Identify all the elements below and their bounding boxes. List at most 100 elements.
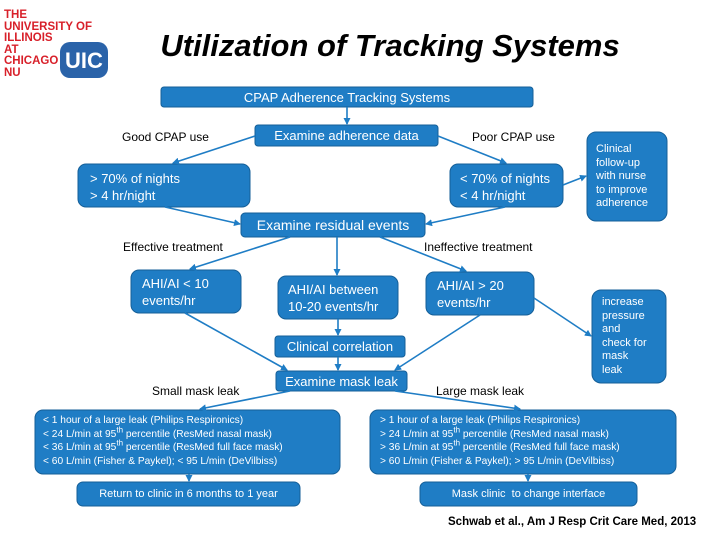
node-return-clinic-text: Return to clinic in 6 months to 1 year [99,488,278,500]
node-ahi-mid: AHI/AI between 10-20 events/hr [278,276,398,319]
large-leak-line: > 1 hour of a large leak (Philips Respir… [380,414,676,428]
box-followup [586,131,668,222]
followup-line: to improve [596,183,648,196]
node-large-leak: > 1 hour of a large leak (Philips Respir… [370,410,676,474]
ahi-mid-line: AHI/AI between [288,282,379,297]
large-leak-text: percentile (ResMed full face mask) [460,442,620,453]
edge-label-poor-use: Poor CPAP use [472,130,555,144]
page-title: Utilization of Tracking Systems [160,28,620,63]
increase-line: and [602,323,621,335]
node-mask-clinic: Mask clinic to change interface [420,482,637,506]
logo-line: THE [4,9,27,21]
box-clinical-correlation [274,335,406,358]
large-leak-sup: th [453,425,461,435]
node-root: CPAP Adherence Tracking Systems [161,87,533,107]
edge-label-large-leak: Large mask leak [436,384,525,398]
large-leak-text: > 36 L/min at 95 [380,442,454,453]
followup-line: follow-up [596,156,641,169]
box-return-clinic [76,481,301,507]
small-leak-line: < 60 L/min (Fisher & Paykel); < 95 L/min… [43,455,340,469]
node-ahi-high: AHI/AI > 20 events/hr [426,272,534,315]
good-nights-text: > 70% of nights [90,171,180,186]
small-leak-text: < 60 L/min (Fisher & Paykel); < 95 L/min… [43,455,278,467]
arrow-poor-to-residual [425,206,506,227]
logo-line: NU [4,66,21,79]
ahi-low-line: AHI/AI < 10 [142,276,209,291]
small-leak-text: < 24 L/min at 95 [43,428,117,440]
node-examine-mask-text: Examine mask leak [285,373,398,389]
node-root-text: CPAP Adherence Tracking Systems [243,89,451,105]
poor-nights-text: < 70% of nights [460,171,550,186]
arrow-low-to-mask [184,312,288,371]
poor-hours-text: < 4 hr/night [460,188,526,203]
box-good-use [77,163,251,208]
node-good-use: > 70% of nights > 4 hr/night [90,167,250,207]
node-small-leak: < 1 hour of a large leak (Philips Respir… [35,410,340,474]
arrow-good-to-residual [164,206,241,227]
large-leak-text: > 24 L/min at 95 [380,428,454,440]
node-examine-adherence: Examine adherence data [255,125,438,146]
uic-badge-icon: UIC [60,42,108,78]
arrow-mask-to-small [199,390,291,412]
box-examine-adherence [254,124,439,147]
large-leak-text: percentile (ResMed nasal mask) [460,428,609,440]
small-leak-line: < 36 L/min at 95th percentile (ResMed fu… [43,438,340,455]
ahi-high-line: events/hr [437,295,491,310]
small-leak-line: < 24 L/min at 95th percentile (ResMed na… [43,425,340,442]
increase-line: increase [602,296,644,308]
box-large-leak [369,409,677,475]
small-leak-text: percentile (ResMed full face mask) [123,442,283,453]
increase-line: leak [602,363,623,376]
node-clinical-correlation-text: Clinical correlation [286,339,394,354]
box-examine-residual [240,212,426,238]
node-increase: increase pressure and check for mask lea… [592,290,666,383]
node-poor-use: < 70% of nights < 4 hr/night [460,167,563,207]
logo-line: UNIVERSITY OF [4,20,92,33]
node-clinical-correlation: Clinical correlation [275,336,405,357]
node-mask-clinic-text: Mask clinic to change interface [451,488,606,500]
node-examine-adherence-text: Examine adherence data [274,128,419,143]
logo-line: AT [4,43,19,56]
edge-label-small-leak: Small mask leak [152,384,240,398]
increase-line: check for [602,336,647,349]
node-examine-residual-text: Examine residual events [256,217,410,233]
small-leak-sup: th [116,438,124,448]
arrow-residual-to-high [379,236,467,273]
followup-line: with nurse [596,170,647,182]
box-examine-mask [275,370,408,392]
node-ahi-low: AHI/AI < 10 events/hr [131,270,241,313]
arrow-high-to-mask [394,314,481,371]
ahi-low-line: events/hr [142,293,196,308]
increase-line: pressure [602,309,645,322]
small-leak-line: < 1 hour of a large leak (Philips Respir… [43,414,340,428]
increase-line: mask [602,350,629,362]
citation: Schwab et al., Am J Resp Crit Care Med, … [448,516,697,528]
large-leak-line: > 60 L/min (Fisher & Paykel); > 95 L/min… [380,455,676,469]
small-leak-sup: th [116,425,124,435]
box-increase [591,289,667,384]
logo-badge-text: UIC [65,48,103,73]
large-leak-line: > 24 L/min at 95th percentile (ResMed na… [380,425,676,442]
uic-logo: THE UNIVERSITY OF ILLINOIS AT CHICAGO NU… [4,9,114,78]
good-hours-text: > 4 hr/night [90,188,156,203]
small-leak-text: percentile (ResMed nasal mask) [123,428,272,440]
node-followup: Clinical follow-up with nurse to improve… [587,132,667,221]
small-leak-text: < 1 hour of a large leak (Philips Respir… [43,415,244,426]
arrow-adherence-to-poor [437,135,507,165]
edge-label-effective: Effective treatment [123,240,223,254]
arrow-residual-to-low [189,236,291,271]
arrow-poor-to-followup [562,174,587,186]
arrow-adherence-to-good [172,135,256,165]
node-return-clinic: Return to clinic in 6 months to 1 year [77,482,300,506]
box-mask-clinic [419,481,638,507]
logo-line: ILLINOIS [4,32,53,44]
arrow-mask-to-large [394,390,521,412]
large-leak-line: > 36 L/min at 95th percentile (ResMed fu… [380,439,676,455]
edge-label-ineffective: Ineffective treatment [424,240,533,254]
followup-line: Clinical [596,143,632,155]
node-examine-mask: Examine mask leak [276,371,407,391]
ahi-high-line: AHI/AI > 20 [437,278,504,293]
edge-label-good-use: Good CPAP use [122,130,209,144]
arrow-high-to-increase [533,297,592,337]
